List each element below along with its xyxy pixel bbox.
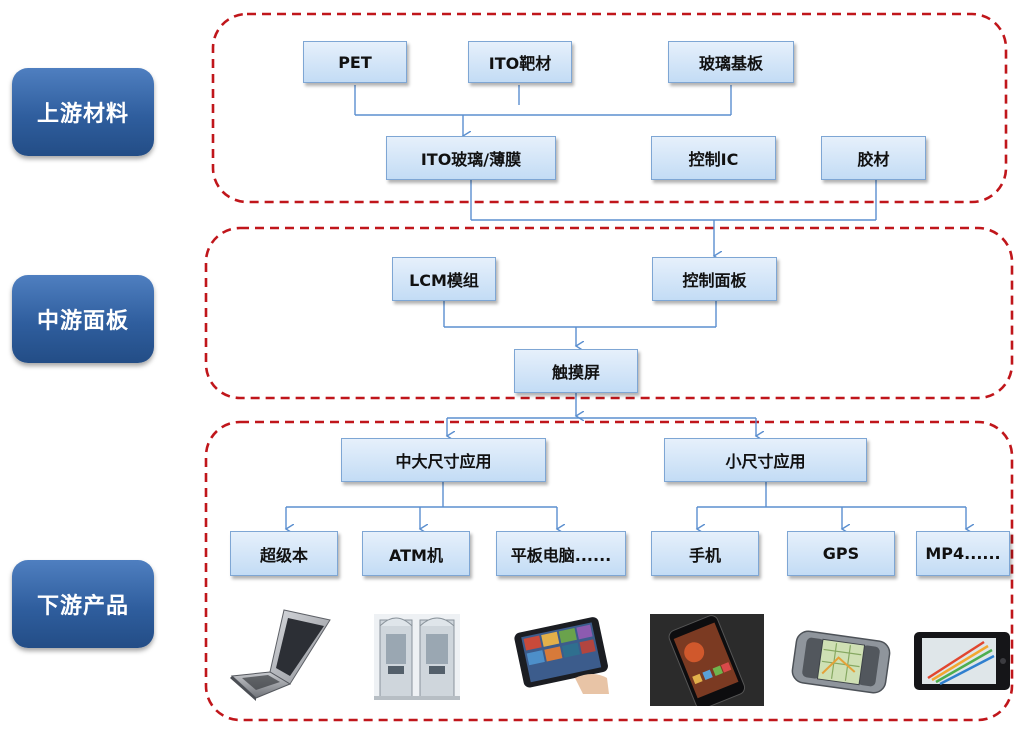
connector-to-large-medium — [447, 417, 756, 436]
node-gps: GPS — [787, 531, 895, 576]
mp4-player-icon — [914, 632, 1010, 690]
node-ito-glass-film: ITO玻璃/薄膜 — [386, 136, 556, 180]
gps-device-icon — [791, 630, 891, 694]
node-ultrabook: 超级本 — [230, 531, 338, 576]
smartphone-icon — [650, 614, 764, 706]
node-large-medium-applications: 中大尺寸应用 — [341, 438, 546, 482]
node-phone: 手机 — [651, 531, 759, 576]
node-glass-substrate: 玻璃基板 — [668, 41, 794, 83]
midstream-group-frame — [204, 226, 1014, 400]
laptop-icon — [230, 609, 331, 701]
node-ito-target: ITO靶材 — [468, 41, 572, 83]
downstream-group-frame — [204, 420, 1014, 722]
connector-to-ultrabook — [286, 481, 557, 529]
upstream-group-frame — [211, 12, 1008, 204]
node-atm: ATM机 — [362, 531, 470, 576]
tablet-icon — [514, 617, 609, 694]
node-touch-screen: 触摸屏 — [514, 349, 638, 393]
connector-raw-materials — [354, 85, 732, 136]
node-pet: PET — [303, 41, 407, 83]
node-small-applications: 小尺寸应用 — [664, 438, 867, 482]
connector-upstream-to-panel — [470, 180, 877, 256]
midstream-stage-label: 中游面板 — [12, 275, 154, 363]
node-lcm-module: LCM模组 — [392, 257, 496, 301]
downstream-stage-label: 下游产品 — [12, 560, 154, 648]
atm-booth-icon — [374, 614, 460, 700]
connector-to-touchscreen — [443, 301, 717, 346]
node-control-panel: 控制面板 — [652, 257, 777, 301]
connector-to-phone — [697, 481, 966, 529]
node-control-ic: 控制IC — [651, 136, 776, 180]
node-adhesive: 胶材 — [821, 136, 926, 180]
node-tablet: 平板电脑...... — [496, 531, 626, 576]
node-mp4: MP4...... — [916, 531, 1010, 576]
upstream-stage-label: 上游材料 — [12, 68, 154, 156]
